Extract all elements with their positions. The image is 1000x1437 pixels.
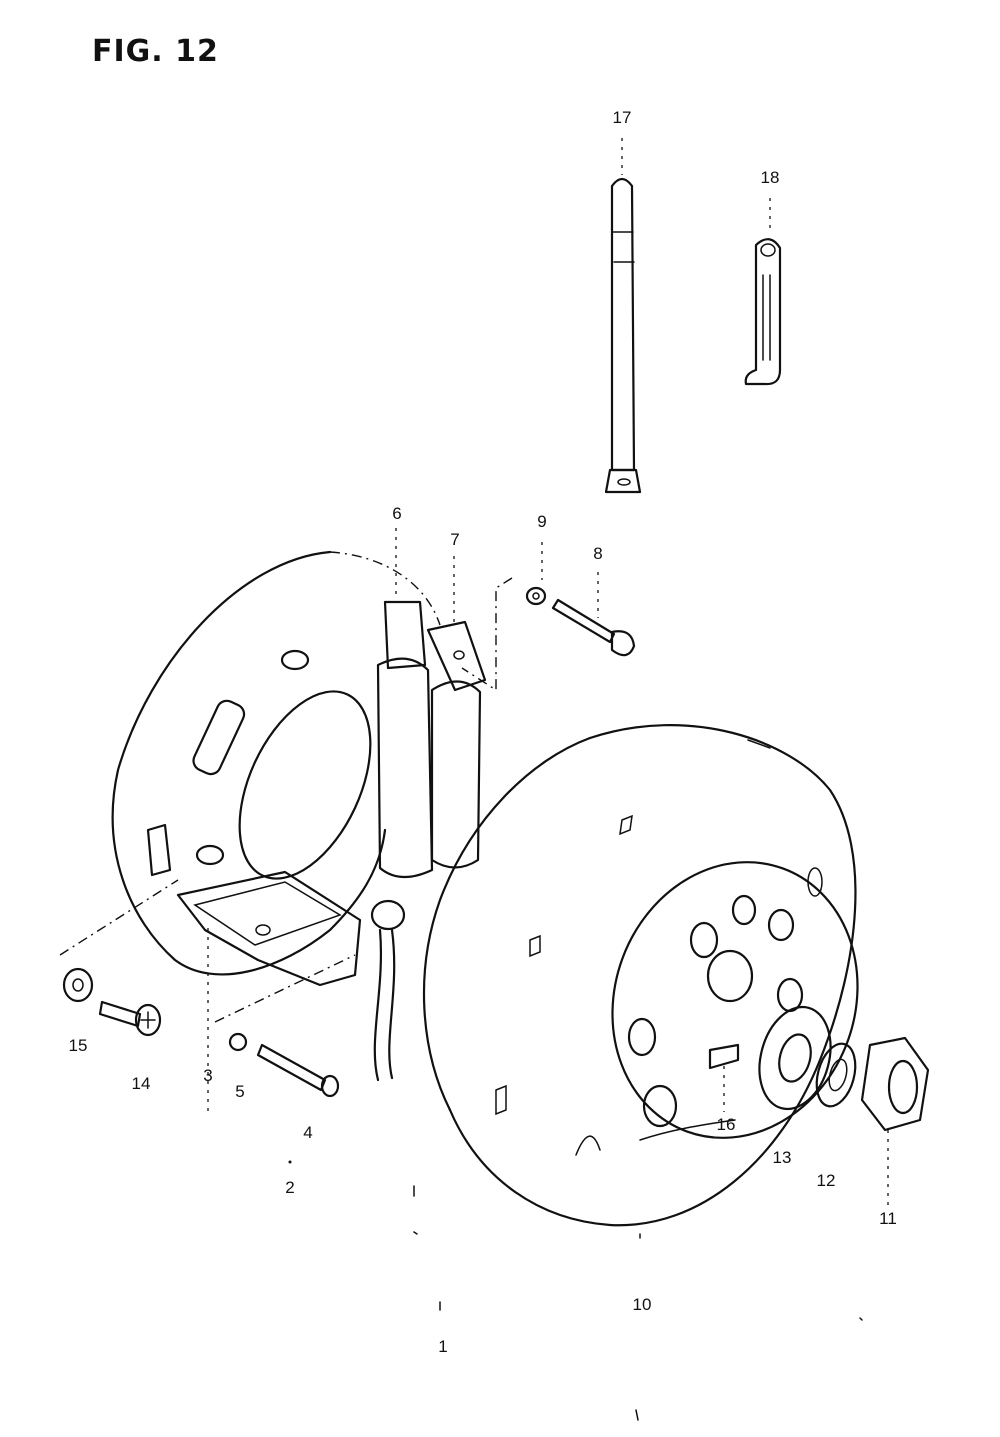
label-part-16: 16 bbox=[716, 1115, 736, 1134]
label-part-2: 2 bbox=[285, 1178, 295, 1197]
part-17-rod bbox=[604, 138, 642, 494]
figure-title: FIG. 12 bbox=[92, 34, 219, 69]
label-part-14: 14 bbox=[131, 1074, 151, 1093]
part-12-lock-washer bbox=[815, 1042, 857, 1108]
part-14-screw bbox=[98, 1000, 162, 1037]
label-part-9: 9 bbox=[537, 512, 547, 531]
part-18-bracket bbox=[744, 198, 782, 386]
label-part-17: 17 bbox=[612, 108, 632, 127]
part-2-stator-plate bbox=[111, 550, 441, 976]
label-part-8: 8 bbox=[593, 544, 603, 563]
label-part-12: 12 bbox=[816, 1171, 836, 1190]
label-part-7: 7 bbox=[450, 530, 460, 549]
part-13-washer bbox=[758, 1005, 832, 1111]
part-15-washer bbox=[62, 967, 94, 1003]
part-8-screw bbox=[551, 572, 636, 657]
part-10-rotor bbox=[422, 724, 859, 1227]
part-5-washer bbox=[228, 1032, 248, 1052]
part-4-screw bbox=[256, 1043, 340, 1098]
label-part-3: 3 bbox=[203, 1066, 213, 1085]
part-9-washer bbox=[525, 542, 547, 606]
part-7-coil bbox=[426, 556, 487, 869]
label-part-1: 1 bbox=[438, 1337, 448, 1356]
label-part-6: 6 bbox=[392, 504, 402, 523]
label-part-4: 4 bbox=[303, 1123, 313, 1142]
label-part-15: 15 bbox=[68, 1036, 88, 1055]
part-6-coil bbox=[376, 528, 434, 879]
label-part-5: 5 bbox=[235, 1082, 245, 1101]
label-part-10: 10 bbox=[632, 1295, 652, 1314]
label-part-18: 18 bbox=[760, 168, 780, 187]
part-11-nut bbox=[860, 1036, 930, 1205]
label-part-13: 13 bbox=[772, 1148, 792, 1167]
label-part-11: 11 bbox=[879, 1209, 897, 1228]
part-3-pulser bbox=[176, 870, 362, 1115]
